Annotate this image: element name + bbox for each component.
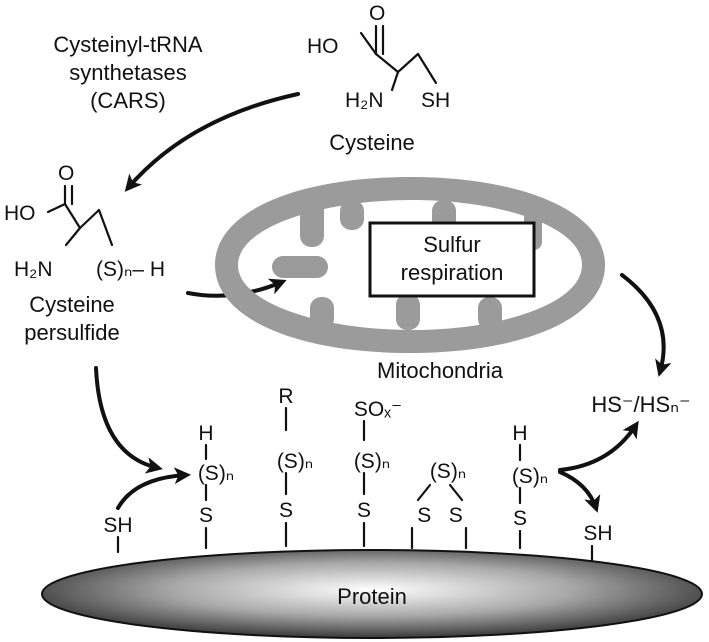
release-to-thiol-arrow	[558, 470, 601, 513]
protein-residue-persulfide-r: R (S)ₙ S	[277, 385, 313, 548]
sulfur-respiration-label-line2: respiration	[401, 260, 504, 285]
cars-label-line3: (CARS)	[90, 88, 166, 113]
cysteine-persulfide-structure: O HO H₂N (S)ₙ– H Cysteine persulfide	[4, 162, 165, 345]
release-to-hydrosulfide-arrow	[558, 420, 639, 472]
hydrosulfide-label: HS⁻/HSₙ⁻	[591, 392, 690, 417]
residue-1-mid: (S)ₙ	[198, 462, 234, 485]
protein-residue-persulfide-bridge: (S)ₙ S S	[410, 460, 468, 550]
cysteine-label: Cysteine	[329, 130, 415, 155]
protein-residue-persulfide-sox: SOₓ⁻ (S)ₙ S	[354, 398, 402, 548]
cp-ho-atom: HO	[4, 202, 36, 225]
residue-1-top: H	[198, 422, 213, 445]
mitochondria-label: Mitochondria	[377, 358, 504, 383]
cp-bond-c-ca	[63, 202, 82, 230]
cys-bond-ca-cb	[396, 52, 420, 74]
residue-4-bond-right	[448, 483, 464, 502]
protein-residue-thiol-right: SH	[583, 522, 613, 562]
cys-bond-cb-s	[416, 52, 438, 85]
cars-label-line1: Cysteinyl-tRNA	[53, 32, 202, 57]
residue-4-bond-left	[416, 483, 432, 502]
cp-bond-c-oh	[46, 202, 67, 214]
residue-3-top: SOₓ⁻	[354, 398, 402, 421]
residue-4-bottom: S S	[417, 504, 463, 527]
residue-2-mid: (S)ₙ	[277, 450, 313, 473]
protein-residues: SH H (S)ₙ S R (S)ₙ S SOₓ⁻ (S)ₙ	[103, 385, 613, 562]
sulfur-respiration-box	[368, 221, 536, 298]
cys-bond-c-ca	[374, 52, 400, 74]
persulfide-to-protein-arrow	[94, 366, 163, 474]
cys-ho-atom: HO	[307, 35, 339, 58]
cysteine-structure: O HO H₂N SH Cysteine	[307, 2, 450, 155]
residue-5-top: H	[512, 422, 527, 445]
cys-o-atom: O	[369, 2, 385, 25]
protein: Protein	[41, 549, 703, 639]
cys-bond-c-oh	[359, 31, 378, 56]
residue-4-mid: (S)ₙ	[430, 460, 466, 483]
residue-2-top: R	[278, 385, 293, 408]
cp-h2n-atom: H₂N	[14, 258, 52, 281]
cp-o-atom: O	[58, 162, 74, 185]
residue-1-bottom: S	[199, 504, 213, 527]
mitochondria: Sulfur respiration Mitochondria	[215, 177, 605, 383]
residue-2-bottom: S	[279, 499, 293, 522]
residue-3-bottom: S	[357, 499, 371, 522]
cp-bond-ca-cb	[78, 208, 101, 230]
sulfur-respiration-label-line1: Sulfur	[423, 232, 480, 257]
mitochondria-to-hydrosulfide-arrow	[620, 273, 672, 377]
persulfide-label-line2: persulfide	[24, 320, 119, 345]
residue-5-bottom: S	[513, 507, 527, 530]
persulfide-label-line1: Cysteine	[29, 292, 115, 317]
cp-bond-ca-n	[64, 226, 82, 247]
residue-6-bottom: SH	[583, 522, 612, 545]
protein-residue-persulfide-h-right: H (S)ₙ S	[512, 422, 548, 550]
protein-label: Protein	[337, 584, 407, 609]
cars-label-line2: synthetases	[69, 60, 186, 85]
residue-5-mid: (S)ₙ	[512, 465, 548, 488]
residue-0-bottom: SH	[103, 514, 132, 537]
cars-label: Cysteinyl-tRNA synthetases (CARS)	[53, 32, 202, 113]
residue-3-mid: (S)ₙ	[354, 450, 390, 473]
cys-bond-ca-n	[390, 70, 400, 92]
protein-residue-thiol-left: SH	[103, 514, 133, 554]
cp-bond-cb-s	[97, 208, 114, 247]
cys-sh-atom: SH	[421, 89, 450, 112]
protein-ellipse	[41, 549, 703, 639]
cys-h2n-atom: H₂N	[345, 89, 383, 112]
thiol-to-persulfide-arrow	[116, 467, 192, 510]
cars-arrow	[124, 92, 300, 192]
cp-sn-h-atom: (S)ₙ– H	[96, 258, 165, 281]
protein-residue-persulfide-h: H (S)ₙ S	[198, 422, 234, 550]
